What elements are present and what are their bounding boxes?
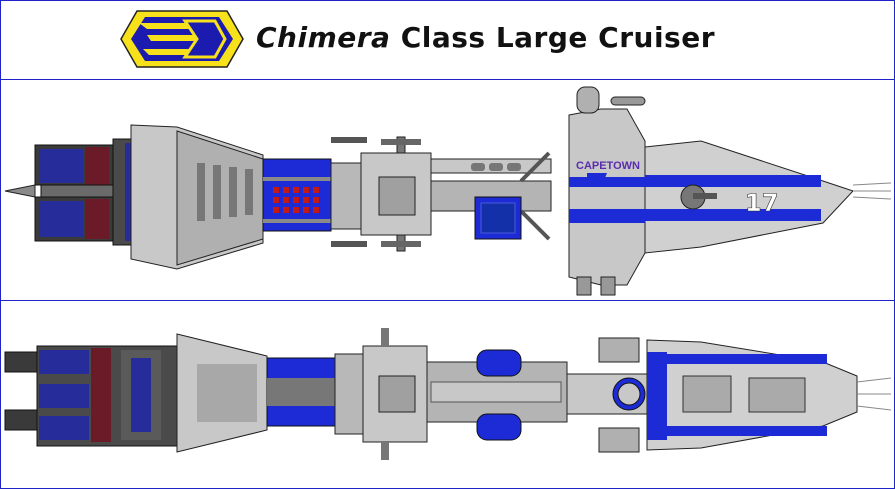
hull-number: 17 (745, 189, 778, 217)
top-view-drawing (4, 328, 892, 460)
page-title: Chimera Class Large Cruiser (256, 21, 715, 61)
header-panel: Chimera Class Large Cruiser (1, 1, 894, 80)
top-view-panel (1, 302, 894, 488)
title-class-name: Chimera (256, 21, 391, 54)
ship-name-label: CAPETOWN (576, 160, 640, 172)
faction-emblem-icon (119, 9, 245, 69)
title-description: Class Large Cruiser (390, 21, 716, 54)
side-view-drawing: CAPETOWN 17 (4, 86, 892, 296)
side-view-panel: CAPETOWN 17 (1, 81, 894, 301)
